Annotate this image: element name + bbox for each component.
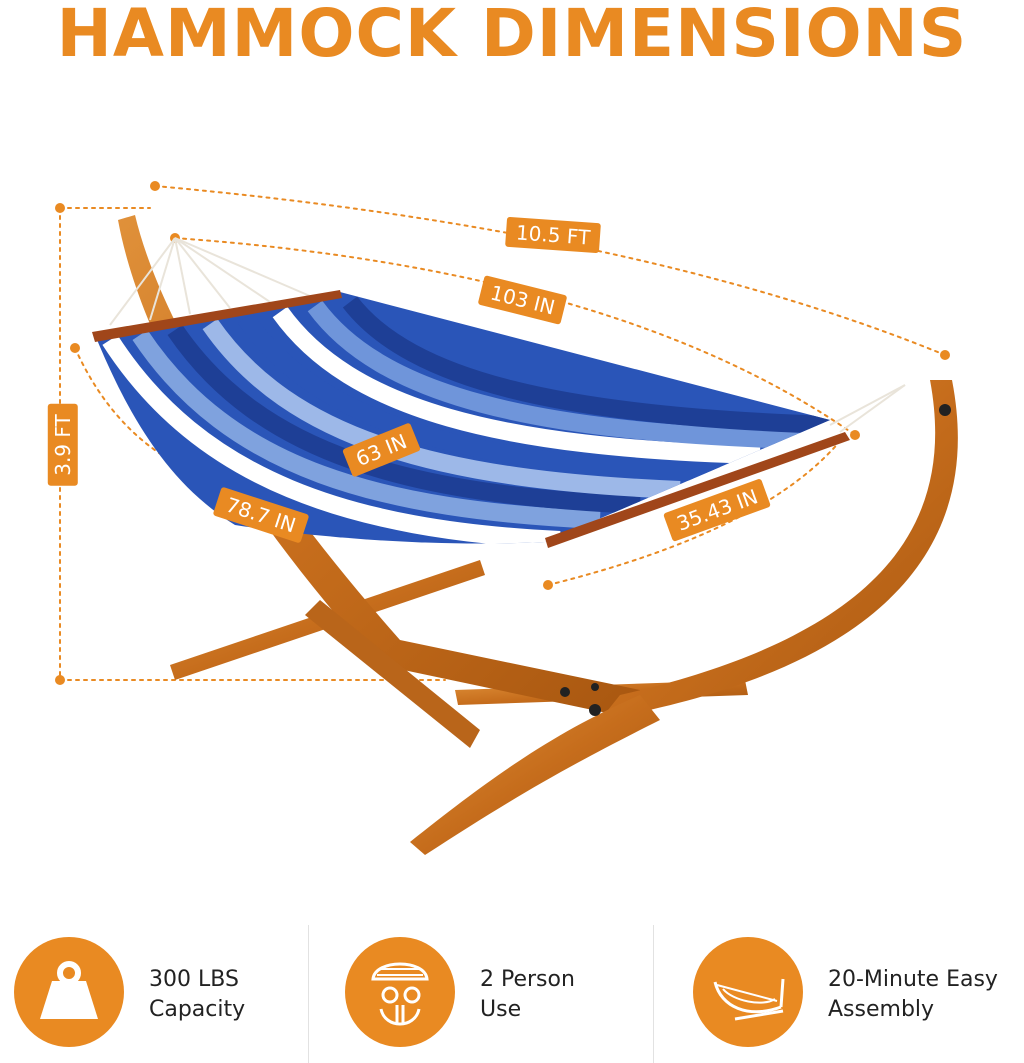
hammock-stand-icon (713, 978, 785, 1021)
spreader-bar-right (545, 432, 850, 548)
feature-assembly-line2: Assembly (828, 997, 935, 1022)
height-label: 3.9 FT (47, 404, 78, 486)
feature-assembly-line1: 20-Minute Easy (828, 967, 998, 992)
feature-capacity-line1: 300 LBS (149, 967, 239, 992)
feature-two-person-line1: 2 Person (480, 967, 575, 992)
stand (118, 215, 958, 855)
hammock-illustration (55, 181, 958, 855)
two-person-icon (371, 962, 429, 1026)
ropes (109, 237, 906, 433)
spreader-bar-left (92, 290, 342, 342)
page-title: HAMMOCK DIMENSIONS (56, 0, 968, 72)
features-row: 300 LBS Capacity 2 Person Use (0, 925, 1024, 1063)
feature-capacity-line2: Capacity (149, 997, 246, 1022)
feature-two-person-line2: Use (480, 997, 522, 1022)
weight-icon (40, 961, 98, 1019)
